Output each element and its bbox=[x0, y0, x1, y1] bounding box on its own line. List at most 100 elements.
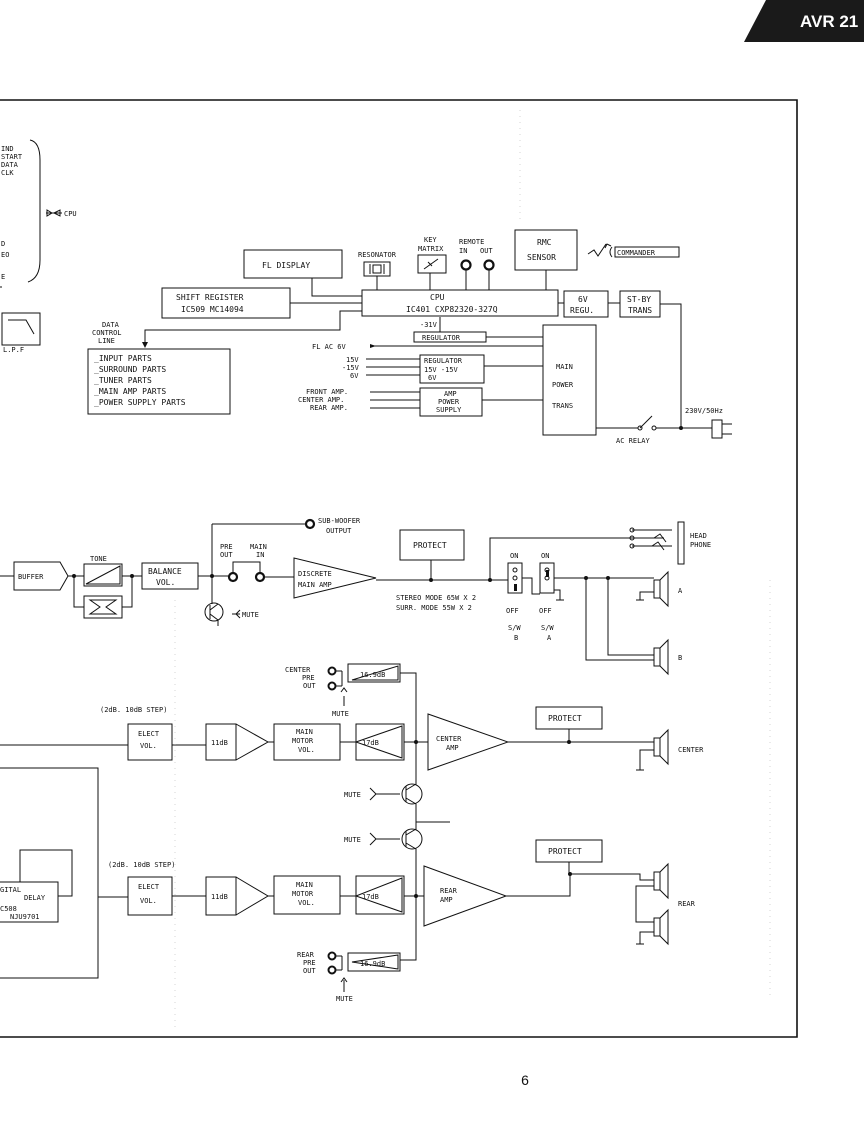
cpu-bus-label: CPU bbox=[64, 210, 77, 218]
tone-block: TONE bbox=[73, 555, 142, 619]
buffer-block: BUFFER bbox=[13, 561, 69, 591]
svg-text:RESONATOR: RESONATOR bbox=[358, 251, 397, 259]
regulator-31v: -31V REGULATOR bbox=[413, 317, 543, 343]
svg-text:MAIN: MAIN bbox=[296, 728, 313, 736]
rear-pre-out: REAR PRE OUT 16.9dB MUTE bbox=[297, 951, 417, 1003]
svg-text:S/W: S/W bbox=[541, 624, 554, 632]
svg-text:IC509 MC14094: IC509 MC14094 bbox=[181, 305, 244, 314]
svg-text:16.9dB: 16.9dB bbox=[360, 671, 385, 679]
svg-text:NJU9701: NJU9701 bbox=[10, 913, 40, 921]
rear-step: (2dB. 10dB STEP) bbox=[108, 861, 175, 869]
partial-label: E bbox=[1, 273, 5, 281]
svg-text:ON: ON bbox=[510, 552, 518, 560]
svg-text:TONE: TONE bbox=[90, 555, 107, 563]
partial-label: EO bbox=[1, 251, 9, 259]
partial-label: D bbox=[1, 240, 5, 248]
svg-text:DELAY: DELAY bbox=[24, 894, 46, 902]
svg-text:CENTER: CENTER bbox=[285, 666, 311, 674]
svg-text:OFF: OFF bbox=[539, 607, 552, 615]
mute-transistor-center: MUTE bbox=[344, 756, 450, 823]
svg-text:A: A bbox=[678, 587, 683, 595]
parts-list-block: _INPUT PARTS _SURROUND PARTS _TUNER PART… bbox=[87, 348, 231, 415]
svg-text:DATA: DATA bbox=[102, 321, 120, 329]
pre-main-jacks: PRE MAIN OUT IN bbox=[220, 543, 294, 583]
center-protect: PROTECT bbox=[535, 706, 603, 742]
svg-text:MAIN: MAIN bbox=[250, 543, 267, 551]
rear-protect: PROTECT bbox=[535, 839, 603, 874]
center-step: (2dB. 10dB STEP) bbox=[100, 706, 167, 714]
svg-text:VOL.: VOL. bbox=[298, 746, 315, 754]
svg-text:SUPPLY: SUPPLY bbox=[436, 406, 462, 414]
svg-text:REAR: REAR bbox=[440, 887, 458, 895]
svg-text:POWER: POWER bbox=[438, 398, 460, 406]
remote-jacks: REMOTE IN OUT bbox=[459, 238, 495, 290]
rear-amp: REAR AMP bbox=[423, 865, 508, 927]
svg-text:15V -15V: 15V -15V bbox=[424, 366, 459, 374]
signal-label: DATA bbox=[1, 161, 19, 169]
diagram-frame bbox=[0, 99, 798, 1038]
svg-text:A: A bbox=[547, 634, 552, 642]
svg-text:AMP: AMP bbox=[440, 896, 453, 904]
speaker-b: B bbox=[584, 576, 682, 676]
svg-text:REAR: REAR bbox=[297, 951, 315, 959]
svg-text:AC RELAY: AC RELAY bbox=[616, 437, 651, 445]
center-17db: 17dB bbox=[354, 723, 405, 761]
svg-text:B: B bbox=[678, 654, 682, 662]
mute-transistor-front: MUTE bbox=[204, 576, 259, 626]
svg-text:ELECT: ELECT bbox=[138, 730, 160, 738]
svg-text:OUT: OUT bbox=[303, 967, 316, 975]
center-elect-vol: ELECT VOL. bbox=[127, 723, 173, 761]
rear-elect-vol: ELECT VOL. bbox=[127, 876, 173, 916]
svg-text:ON: ON bbox=[541, 552, 549, 560]
svg-text:FL AC 6V: FL AC 6V bbox=[312, 343, 347, 351]
balance-vol-block: BALANCE VOL. bbox=[141, 562, 199, 590]
svg-text:MOTOR: MOTOR bbox=[292, 890, 314, 898]
svg-text:6V: 6V bbox=[578, 295, 588, 304]
svg-text:16.9dB: 16.9dB bbox=[360, 960, 385, 968]
ac-relay: AC RELAY 230V/50Hz bbox=[596, 407, 732, 445]
rear-motor-vol: MAIN MOTOR VOL. bbox=[273, 875, 341, 915]
svg-text:_INPUT PARTS: _INPUT PARTS bbox=[94, 354, 152, 363]
svg-text:KEY: KEY bbox=[424, 236, 437, 244]
svg-text:C508: C508 bbox=[0, 905, 17, 913]
svg-text:17dB: 17dB bbox=[362, 739, 379, 747]
svg-text:OUT: OUT bbox=[303, 682, 316, 690]
cpu-block: CPU IC401 CXP82320-327Q bbox=[361, 289, 559, 317]
headphone-jack: HEAD PHONE bbox=[629, 521, 711, 565]
svg-text:REGU.: REGU. bbox=[570, 306, 594, 315]
digital-delay-block: GITAL DELAY C508 NJU9701 bbox=[0, 849, 73, 923]
svg-text:PROTECT: PROTECT bbox=[548, 847, 582, 856]
resonator-block: RESONATOR bbox=[358, 251, 397, 290]
svg-text:-31V: -31V bbox=[420, 321, 438, 329]
model-label: AVR 21 bbox=[800, 12, 859, 31]
svg-text:PRE: PRE bbox=[303, 959, 316, 967]
svg-text:PRE: PRE bbox=[302, 674, 315, 682]
mute-transistor-rear: MUTE bbox=[344, 822, 423, 958]
svg-text:PRE: PRE bbox=[220, 543, 233, 551]
svg-text:SURR. MODE 55W X 2: SURR. MODE 55W X 2 bbox=[396, 604, 472, 612]
svg-text:_TUNER PARTS: _TUNER PARTS bbox=[94, 376, 152, 385]
svg-text:CENTER AMP.: CENTER AMP. bbox=[298, 396, 344, 404]
svg-text:COMMANDER: COMMANDER bbox=[617, 249, 656, 257]
svg-text:VOL.: VOL. bbox=[298, 899, 315, 907]
svg-text:MUTE: MUTE bbox=[336, 995, 353, 1003]
svg-text:IN: IN bbox=[256, 551, 264, 559]
svg-text:SHIFT REGISTER: SHIFT REGISTER bbox=[176, 293, 244, 302]
svg-text:SENSOR: SENSOR bbox=[527, 253, 556, 262]
rear-speakers: REAR bbox=[635, 862, 696, 946]
center-11db: 11dB bbox=[205, 723, 270, 761]
signal-label: CLK bbox=[1, 169, 14, 177]
fl-display-block: FL DISPLAY bbox=[243, 249, 343, 279]
svg-text:AMP: AMP bbox=[444, 390, 457, 398]
signal-label: IND bbox=[1, 145, 14, 153]
svg-text:B: B bbox=[514, 634, 518, 642]
speaker-a: A bbox=[606, 570, 683, 608]
svg-text:TRANS: TRANS bbox=[552, 402, 573, 410]
svg-text:17dB: 17dB bbox=[362, 893, 379, 901]
svg-text:MAIN: MAIN bbox=[296, 881, 313, 889]
svg-text:SUB-WOOFER: SUB-WOOFER bbox=[318, 517, 361, 525]
svg-text:DISCRETE: DISCRETE bbox=[298, 570, 332, 578]
svg-text:PROTECT: PROTECT bbox=[413, 541, 447, 550]
svg-text:-15V: -15V bbox=[342, 364, 360, 372]
svg-text:VOL.: VOL. bbox=[140, 897, 157, 905]
